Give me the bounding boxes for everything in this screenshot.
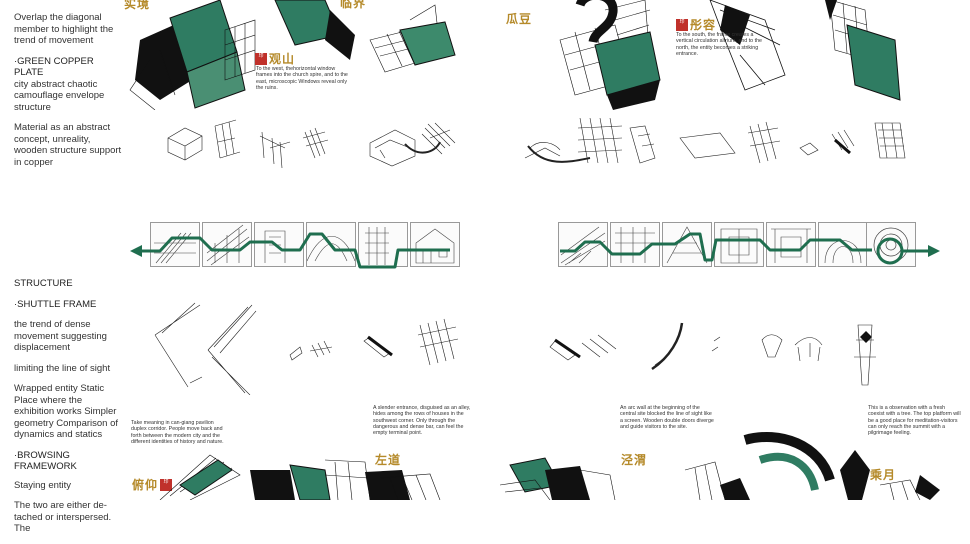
top-axonometric-drawings bbox=[129, 0, 901, 110]
upper-line-drawings bbox=[167, 118, 906, 168]
axo-cluster-2 bbox=[274, 0, 456, 73]
bottom-axo-cluster-3 bbox=[499, 457, 616, 500]
green-copper-heading: ·GREEN COPPER PLATE bbox=[14, 55, 94, 79]
trend-text: the trend of dense movement suggesting d… bbox=[14, 319, 107, 353]
label-fu-yang: 俯仰印 bbox=[132, 476, 174, 494]
left-bottom-text: STRUCTURE ·SHUTTLE FRAME the trend of de… bbox=[14, 278, 122, 544]
circulation-path bbox=[130, 232, 940, 269]
overlap-text: Overlap the diagonal member to highlight… bbox=[14, 12, 114, 46]
lower-line-drawings bbox=[154, 302, 876, 395]
desc-west-window: To the west, thehorizontal window frames… bbox=[256, 66, 348, 91]
axo-cluster-4 bbox=[709, 0, 901, 101]
structure-heading: STRUCTURE bbox=[14, 278, 73, 289]
label-cheng-yue: 乘月 bbox=[870, 468, 897, 482]
desc-south-frame: To the south, the frame creates a vertic… bbox=[676, 32, 762, 57]
material-text: Material as an abstract concept, unreali… bbox=[14, 122, 122, 168]
bottom-axo-cluster-1 bbox=[159, 454, 371, 500]
desc-slender-entrance: A slender entrance, disguised as an alle… bbox=[373, 405, 471, 437]
desc-take-meaning: Take meaning in can-giang pavilion duple… bbox=[131, 420, 224, 445]
photo-frame-2 bbox=[202, 222, 252, 267]
shuttle-frame-heading: ·SHUTTLE FRAME bbox=[14, 298, 97, 310]
bottom-axo-cluster-2 bbox=[365, 470, 441, 500]
label-jing-wei: 泾渭 bbox=[621, 453, 648, 467]
label-top-cut: 实境 bbox=[124, 0, 151, 11]
photo-frame-7 bbox=[558, 222, 608, 267]
label-zuo-dao: 左道 bbox=[375, 453, 402, 467]
seal-icon: 印 bbox=[676, 18, 688, 31]
axo-cluster-1 bbox=[129, 0, 256, 110]
desc-observation: This is a observation with a fresh coexi… bbox=[868, 405, 961, 437]
photo-frame-5 bbox=[358, 222, 408, 267]
arrow-right-icon bbox=[928, 245, 940, 257]
limiting-text: limiting the line of sight bbox=[14, 362, 111, 374]
label-gua-dou: 瓜豆 bbox=[506, 12, 533, 26]
desc-arc-wall: An arc wall at the beginning of the cent… bbox=[620, 405, 714, 430]
axo-cluster-3 bbox=[559, 0, 661, 110]
staying-text: Staying entity bbox=[14, 479, 72, 491]
arrow-left-icon bbox=[130, 245, 142, 257]
photo-frame-1 bbox=[150, 222, 200, 267]
seal-icon: 印 bbox=[160, 478, 173, 491]
label-guan-shan: 印观山 bbox=[255, 50, 295, 68]
left-top-text: Overlap the diagonal member to highlight… bbox=[14, 12, 122, 177]
bottom-axo-cluster-4 bbox=[684, 431, 835, 500]
browsing-framework-heading: ·BROWSING FRAMEWORK bbox=[14, 449, 77, 473]
two-are-text: The two are either de-tached or interspe… bbox=[14, 500, 112, 534]
label-top-center-cut: 临界 bbox=[340, 0, 367, 10]
photo-frame-6 bbox=[410, 222, 460, 267]
green-copper-text: city abstract chaotic camouflage envelop… bbox=[14, 78, 105, 113]
label-xing-rong: 印彤容 bbox=[676, 16, 716, 34]
wrapped-text: Wrapped entity Static Place where the ex… bbox=[14, 383, 119, 440]
bottom-axo-cluster-5 bbox=[840, 450, 940, 500]
bottom-axonometric-drawings bbox=[159, 431, 940, 500]
seal-icon: 印 bbox=[255, 52, 267, 65]
photo-frame-11 bbox=[766, 222, 816, 267]
